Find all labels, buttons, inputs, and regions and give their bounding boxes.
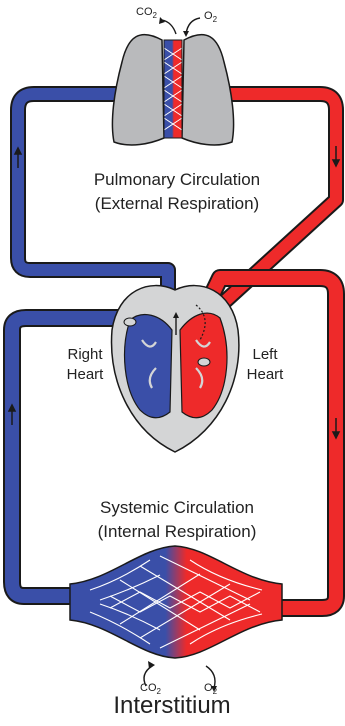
systemic-line-2: (Internal Respiration)	[52, 520, 302, 544]
systemic-capillary-bed	[70, 546, 282, 658]
pulmonary-capillary-network	[164, 40, 182, 138]
pulmonary-title: Pulmonary Circulation (External Respirat…	[52, 168, 302, 216]
right-heart-label: Right Heart	[56, 345, 114, 385]
pulmonary-line-2: (External Respiration)	[52, 192, 302, 216]
left-heart-label: Left Heart	[240, 345, 290, 385]
systemic-title: Systemic Circulation (Internal Respirati…	[52, 496, 302, 544]
co2-label-top: CO2	[136, 6, 157, 20]
pulmonary-line-1: Pulmonary Circulation	[52, 168, 302, 192]
systemic-line-1: Systemic Circulation	[52, 496, 302, 520]
heart-icon	[112, 286, 239, 452]
o2-label-top: O2	[204, 10, 217, 24]
interstitium-label: Interstitium	[72, 692, 272, 720]
